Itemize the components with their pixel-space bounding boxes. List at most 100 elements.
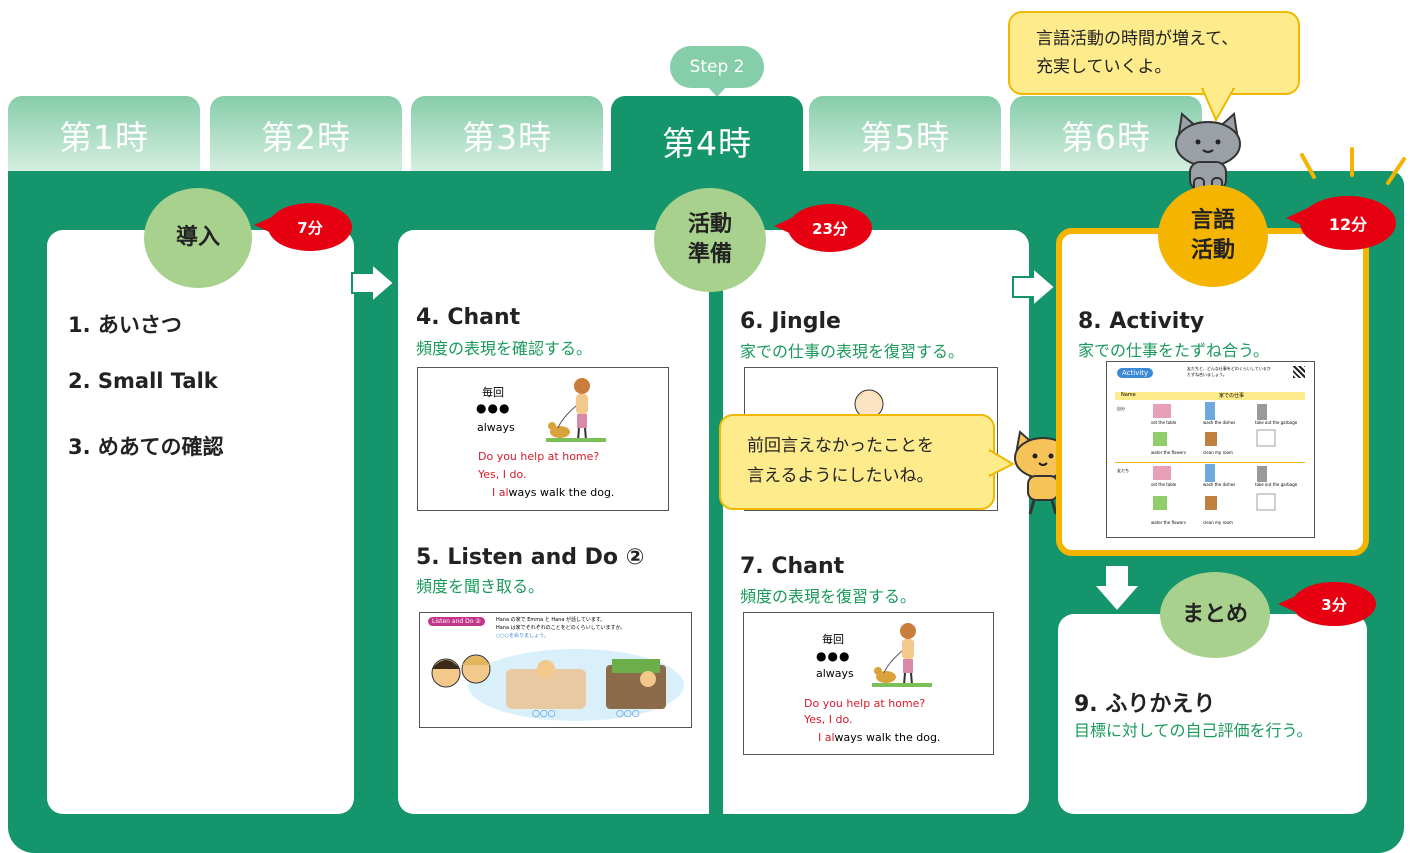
intro-item-2: 2. Small Talk (68, 369, 218, 393)
task-5b: clean my room (1203, 520, 1233, 525)
summary-minutes-badge: 3分 (1278, 582, 1376, 626)
item-8-subtitle: 家での仕事をたずね合う。 (1078, 341, 1270, 360)
speech-top-line2: 充実していくよ。 (1036, 57, 1172, 77)
chant4-s-post: ways walk the dog. (508, 486, 615, 499)
girl-walking-dog-icon (546, 378, 606, 442)
activity8-col-task: 家での仕事 (1219, 393, 1245, 399)
task-4: water the flowers (1151, 450, 1186, 455)
tab-lesson-4[interactable]: 第4時 (611, 96, 803, 186)
item-7-title: 7. Chant (740, 554, 845, 579)
tab-lesson-5[interactable]: 第5時 (809, 96, 1001, 173)
task-3b: take out the garbage (1255, 482, 1298, 487)
item-7-subtitle: 頻度の表現を復習する。 (740, 587, 917, 606)
chant4-word: always (477, 421, 515, 434)
activity8-row2: 友だち (1117, 468, 1129, 473)
chant4-answer: Yes, I do. (478, 468, 527, 481)
task-5: clean my room (1203, 450, 1233, 455)
tab-lesson-2[interactable]: 第2時 (210, 96, 402, 173)
speech-mid-line1: 前回言えなかったことを (747, 436, 934, 456)
kids-at-home-illustration-icon (431, 649, 684, 721)
flow-arrow-down-icon (1096, 566, 1138, 610)
intro-panel (47, 230, 354, 814)
tab-lesson-3[interactable]: 第3時 (411, 96, 603, 173)
speech-bubble-top: 言語活動の時間が増えて、 充実していくよ。 (1008, 11, 1300, 95)
prep-label-line1: 活動 (687, 212, 732, 237)
listen-card-5: Listen and Do ② Hana の家で Emma と Hana が話し… (419, 612, 692, 728)
chant4-s-pre: I (492, 486, 499, 499)
task-4b: water the flowers (1151, 520, 1186, 525)
chant7-s-hl: al (824, 731, 835, 744)
highlight-rays-icon (1300, 147, 1406, 185)
lang-label-line2: 活動 (1190, 238, 1235, 263)
chant-card-7: 毎回 ●●● always Do you help at home? Yes, … (743, 612, 994, 755)
prep-label-line2: 準備 (687, 242, 732, 267)
activity8-col-name: Name (1121, 392, 1136, 398)
chant7-dots: ●●● (816, 649, 851, 663)
chant7-s-pre: I (818, 731, 825, 744)
chant4-dots: ●●● (476, 401, 511, 415)
listen5-badge: Listen and Do ② (428, 617, 485, 626)
chant7-header: 毎回 (822, 633, 844, 646)
tab-lesson-6[interactable]: 第6時 (1010, 96, 1202, 173)
chant7-sentence: I always walk the dog. (818, 731, 940, 744)
summary-phase-circle: まとめ (1160, 572, 1270, 658)
flow-arrow-right-icon-2 (1012, 267, 1057, 307)
speech-bubble-middle-tail-icon (989, 448, 1015, 478)
chant7-question: Do you help at home? (804, 697, 926, 710)
speech-mid-line2: 言えるようにしたいね。 (747, 466, 934, 486)
girl-face-icon (854, 389, 884, 418)
chant4-header: 毎回 (482, 386, 504, 399)
speech-bubble-middle: 前回言えなかったことを 言えるようにしたいね。 (719, 414, 995, 510)
intro-item-1: 1. あいさつ (68, 313, 182, 337)
activity8-instr2: たずね合いましょう。 (1187, 372, 1227, 377)
activity8-instr1: 友だちと、どんな仕事をどのくらいしているか (1187, 366, 1271, 371)
prep-minutes-badge: 23分 (774, 204, 872, 252)
task-1: set the table (1151, 420, 1177, 425)
activity8-row1: 自分 (1117, 406, 1125, 411)
chant7-word: always (816, 667, 854, 680)
item-4-title: 4. Chant (416, 305, 521, 330)
activity8-divider (1115, 462, 1305, 463)
activity8-badge: Activity (1117, 368, 1154, 378)
item-9-title: 9. ふりかえり (1074, 692, 1216, 717)
listen5-line2: Hana は家でそれぞれのことをどのくらいしていますか。 (496, 625, 626, 631)
step-label: Step 2 (670, 46, 764, 97)
task-2b: wash the dishes (1203, 482, 1236, 487)
speech-bubble-tail-icon (1200, 88, 1236, 122)
chant7-s-post: ways walk the dog. (834, 731, 941, 744)
activity-card-8: Activity 友だちと、どんな仕事をどのくらいしているか たずね合いましょう… (1106, 361, 1315, 538)
intro-item-3: 3. めあての確認 (68, 435, 224, 459)
tab-lesson-1[interactable]: 第1時 (8, 96, 200, 173)
lang-label-line1: 言語 (1190, 208, 1235, 233)
task-1b: set the table (1151, 482, 1177, 487)
listen5-mark-2: ○○○ (616, 709, 640, 719)
listen5-line1: Hana の家で Emma と Hana が話しています。 (496, 617, 606, 623)
lang-minutes-badge: 12分 (1286, 196, 1396, 250)
task-2: wash the dishes (1203, 420, 1236, 425)
activity8-header-row (1115, 392, 1305, 400)
qr-code-icon (1293, 366, 1305, 378)
listen5-line3: ○○○をぬりましょう。 (496, 633, 549, 639)
intro-phase-circle: 導入 (144, 188, 252, 288)
chant4-question: Do you help at home? (478, 450, 600, 463)
item-6-title: 6. Jingle (740, 309, 841, 334)
chant4-sentence: I always walk the dog. (492, 486, 614, 499)
lang-phase-circle: 言語 活動 (1158, 185, 1268, 287)
speech-top-line1: 言語活動の時間が増えて、 (1036, 29, 1239, 49)
girl-walking-dog-icon-2 (872, 623, 932, 687)
house-chores-grid-icon (1153, 402, 1276, 511)
intro-minutes-badge: 7分 (254, 203, 352, 251)
chant-card-4: 毎回 ●●● always Do you help at home? Yes, … (417, 367, 669, 511)
grey-cat-icon (1175, 112, 1241, 195)
prep-phase-circle: 活動 準備 (654, 188, 766, 292)
task-3: take out the garbage (1255, 420, 1298, 425)
prep-panel-divider (709, 234, 723, 814)
flow-arrow-right-icon (351, 263, 396, 303)
chant7-answer: Yes, I do. (804, 713, 853, 726)
chant4-s-hl: al (498, 486, 509, 499)
listen5-mark-1: ○○○ (532, 709, 556, 719)
item-9-subtitle: 目標に対しての自己評価を行う。 (1074, 721, 1313, 740)
item-4-subtitle: 頻度の表現を確認する。 (416, 339, 593, 358)
item-8-title: 8. Activity (1078, 309, 1205, 334)
item-5-title: 5. Listen and Do ② (416, 545, 645, 570)
